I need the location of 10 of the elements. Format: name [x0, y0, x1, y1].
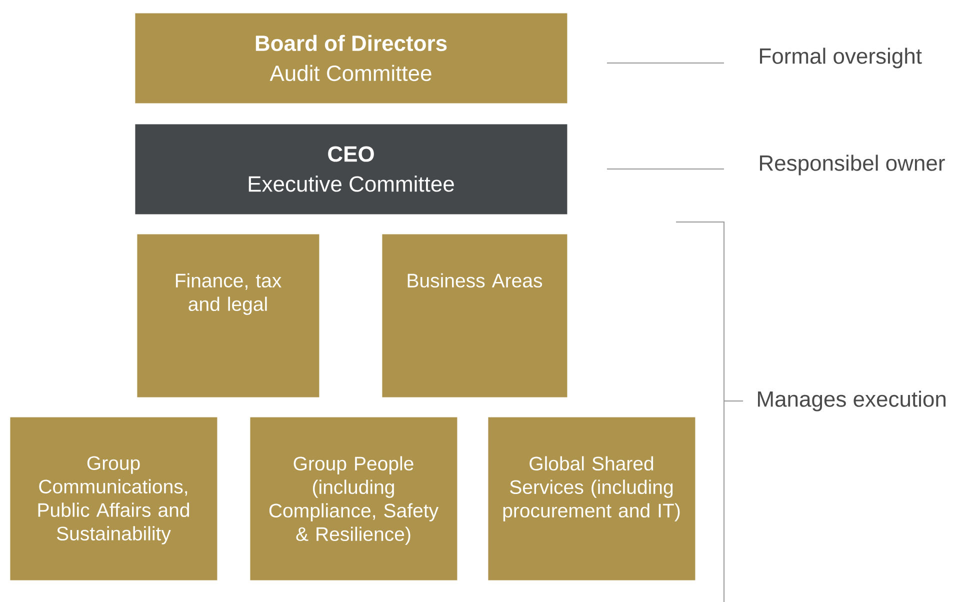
org-box: Group Communications, Public Affairs and Sustainability [10, 417, 218, 580]
org-box: Group People (including Compliance, Safety & Resilience) [250, 417, 458, 580]
org-box: Finance, tax and legal [137, 234, 320, 398]
annotation-label: Responsibel owner [760, 154, 945, 176]
annotation-label: Manages execution [758, 390, 946, 412]
org-box: Board of Directors Audit Committee [135, 13, 568, 104]
org-box: Global Shared Services (including procurement and IT) [488, 417, 696, 580]
org-box: CEO Executive Committee [135, 124, 568, 214]
org-box: Business Areas [382, 234, 568, 398]
annotation-label: Formal oversight [760, 48, 922, 68]
